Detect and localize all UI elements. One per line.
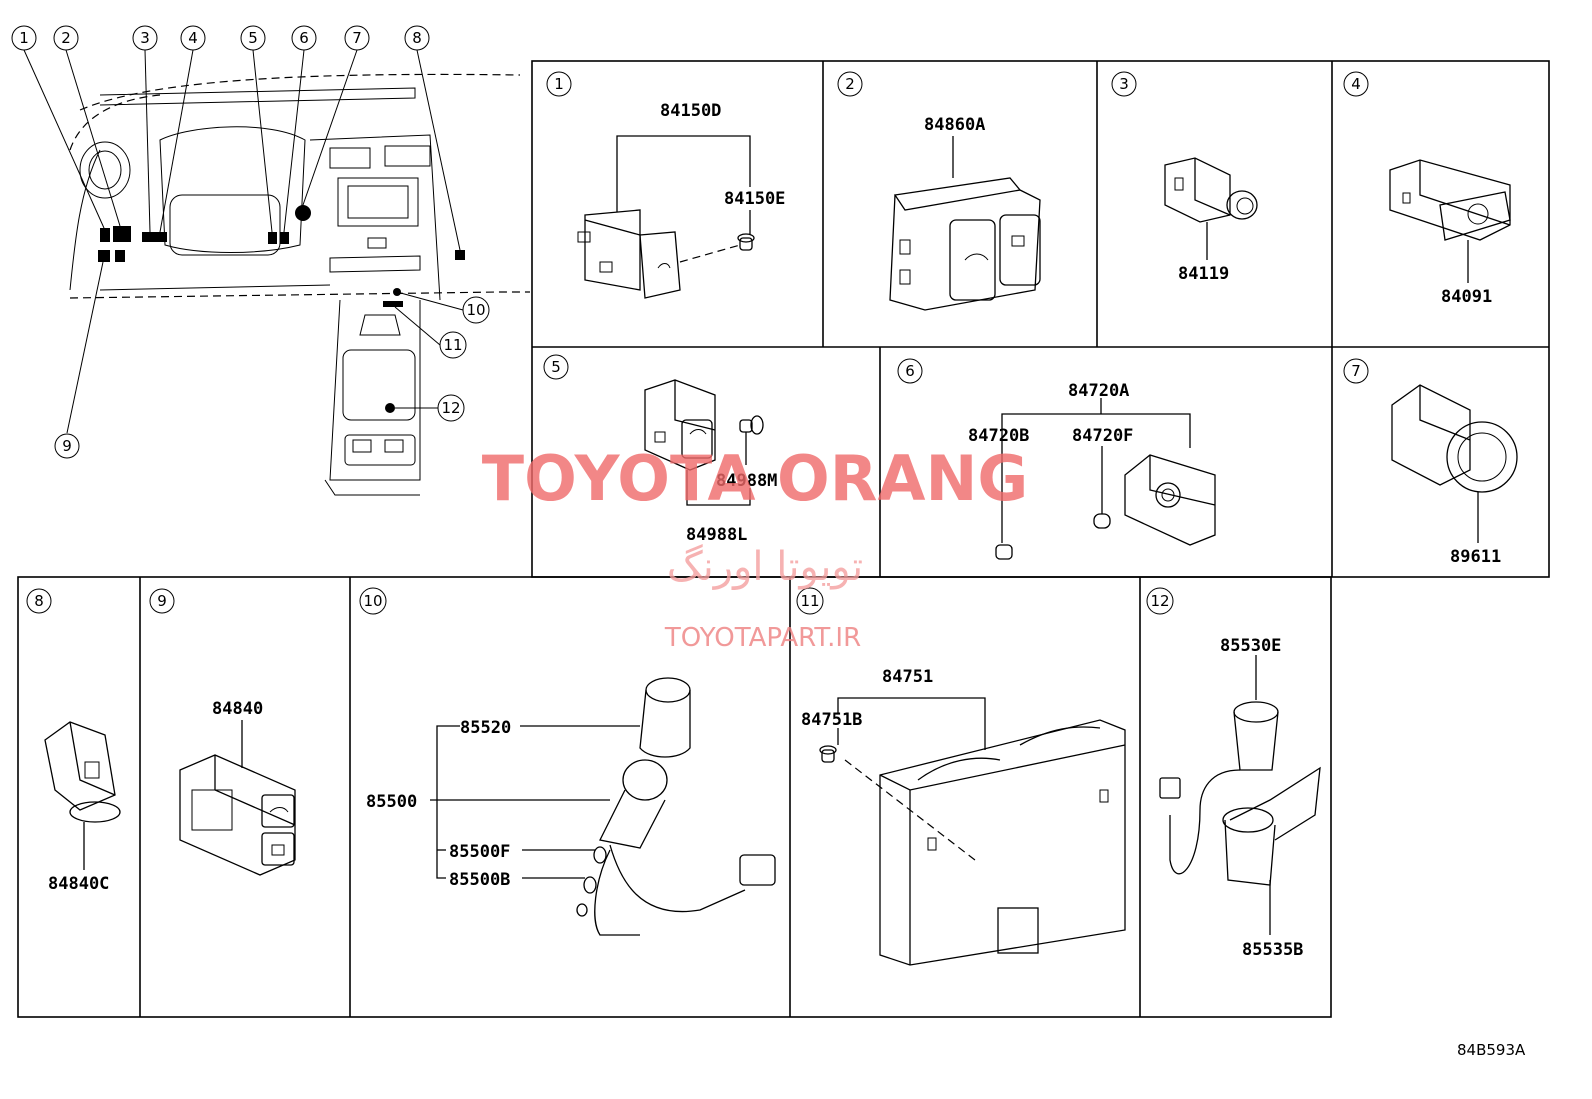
diagram-code: 84B593A [1457, 1041, 1526, 1059]
part-84150D: 84150D [660, 101, 721, 121]
svg-text:11: 11 [800, 592, 819, 610]
dashboard-overview: 1 2 3 4 5 6 7 8 9 10 11 12 [11, 25, 530, 496]
part-84751B: 84751B [801, 710, 862, 730]
svg-text:2: 2 [845, 75, 855, 93]
part-84720B: 84720B [968, 426, 1029, 446]
svg-text:12: 12 [1150, 592, 1169, 610]
panel-7-switch [1391, 384, 1518, 543]
svg-text:4: 4 [188, 29, 198, 47]
svg-text:9: 9 [157, 592, 167, 610]
callout-2: 2 [53, 25, 79, 51]
part-84720F: 84720F [1072, 426, 1133, 446]
svg-text:10: 10 [466, 301, 485, 319]
panel-4-switch [1389, 159, 1511, 283]
callout-6: 6 [291, 25, 317, 51]
svg-text:2: 2 [61, 29, 71, 47]
svg-text:8: 8 [34, 592, 44, 610]
panel-9-switch [179, 720, 296, 876]
callout-8: 8 [404, 25, 430, 51]
part-84091: 84091 [1441, 287, 1492, 307]
svg-text:9: 9 [62, 437, 72, 455]
callout-5: 5 [240, 25, 266, 51]
svg-text:5: 5 [248, 29, 258, 47]
callout-10: 10 [462, 296, 490, 324]
svg-text:6: 6 [299, 29, 309, 47]
callout-1: 1 [11, 25, 37, 51]
svg-text:8: 8 [412, 29, 422, 47]
svg-text:1: 1 [19, 29, 29, 47]
svg-text:4: 4 [1351, 75, 1361, 93]
svg-text:5: 5 [551, 358, 561, 376]
part-85520: 85520 [460, 718, 511, 738]
part-85535B: 85535B [1242, 940, 1303, 960]
panel-grid [17, 60, 1550, 1018]
panel-11-unit [819, 697, 1126, 966]
svg-text:10: 10 [363, 592, 382, 610]
part-85500F: 85500F [449, 842, 510, 862]
watermark-site: TOYOTAPART.IR [664, 623, 861, 653]
svg-text:3: 3 [140, 29, 150, 47]
panel-1-switch [577, 135, 755, 299]
part-89611: 89611 [1450, 547, 1501, 567]
watermark-persian: تویوتا اورنگ [667, 544, 863, 590]
part-84751: 84751 [882, 667, 933, 687]
svg-text:11: 11 [443, 336, 462, 354]
panel-6-switch [995, 398, 1216, 560]
callout-4: 4 [180, 25, 206, 51]
part-85500: 85500 [366, 792, 417, 812]
callout-3: 3 [132, 25, 158, 51]
part-84119: 84119 [1178, 264, 1229, 284]
callout-7: 7 [344, 25, 370, 51]
part-84720A: 84720A [1068, 381, 1129, 401]
callout-11: 11 [439, 331, 467, 359]
panel-2-switch [889, 136, 1041, 311]
svg-text:3: 3 [1119, 75, 1129, 93]
panel-8-switch [44, 721, 121, 870]
part-84988M: 84988M [716, 471, 777, 491]
part-85500B: 85500B [449, 870, 510, 890]
part-84840: 84840 [212, 699, 263, 719]
panel-12-socket [1159, 655, 1321, 935]
callout-9: 9 [54, 433, 80, 459]
panel-3-switch [1164, 157, 1258, 260]
svg-text:7: 7 [1351, 362, 1361, 380]
svg-text:1: 1 [554, 75, 564, 93]
svg-text:12: 12 [441, 399, 460, 417]
panel-5-switch [644, 379, 764, 506]
watermark-brand: TOYOTA ORANG [482, 442, 1028, 515]
panel-markers: 1 2 3 4 5 6 7 8 9 10 11 12 [26, 71, 1369, 615]
svg-text:6: 6 [905, 362, 915, 380]
watermark: TOYOTA ORANG تویوتا اورنگ TOYOTAPART.IR [482, 442, 1028, 653]
part-84840C: 84840C [48, 874, 109, 894]
part-84150E: 84150E [724, 189, 785, 209]
part-84988L: 84988L [686, 525, 747, 545]
svg-text:7: 7 [352, 29, 362, 47]
panel-10-lighter [430, 677, 776, 936]
callout-12: 12 [437, 394, 465, 422]
part-84860A: 84860A [924, 115, 985, 135]
part-85530E: 85530E [1220, 636, 1281, 656]
